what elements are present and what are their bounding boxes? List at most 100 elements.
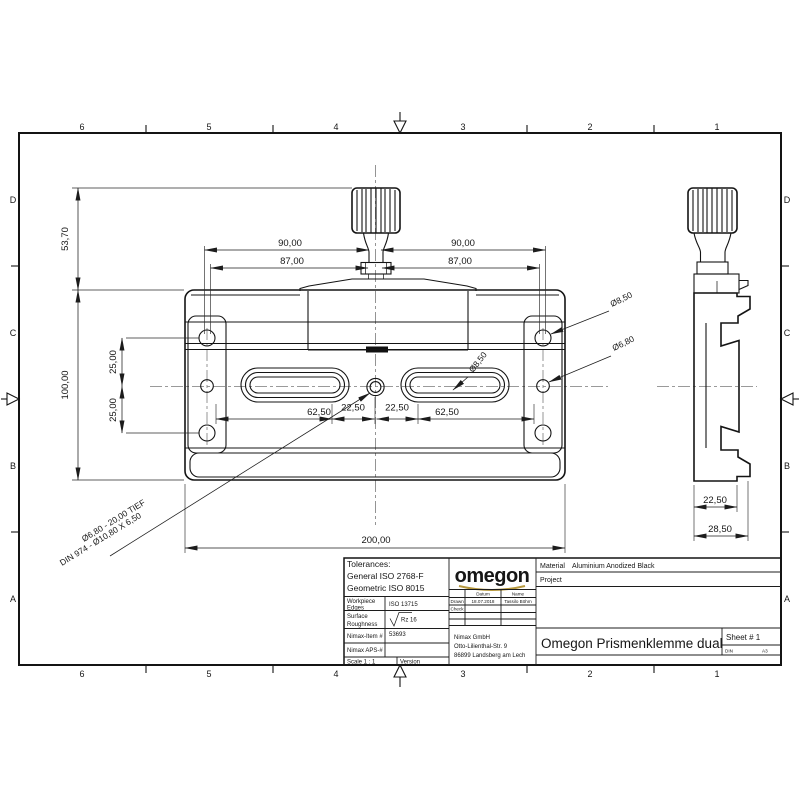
hole-right-middle xyxy=(536,379,550,393)
grid-col-label: 5 xyxy=(206,669,211,679)
sheet-number: Sheet # 1 xyxy=(726,633,761,642)
dim-62-right: 62,50 xyxy=(435,407,459,418)
frame-ticks xyxy=(11,125,789,673)
title-block: Tolerances: General ISO 2768-F Geometric… xyxy=(343,557,782,666)
row-check: Check xyxy=(451,606,465,611)
dim-90-left: 90,00 xyxy=(278,238,302,249)
right-mount-plate xyxy=(523,315,563,454)
col-datum: Datum xyxy=(476,592,490,597)
side-dimension-lines xyxy=(693,504,749,539)
dim-22-right: 22,50 xyxy=(385,403,409,414)
grid-row-label: D xyxy=(784,195,791,205)
surface-label2: Roughness xyxy=(347,622,377,628)
surface-roughness-icon xyxy=(389,612,412,627)
slot-right-inner xyxy=(409,376,501,394)
grid-col-label: 4 xyxy=(333,669,338,679)
dim-62-left: 62,50 xyxy=(307,407,331,418)
slot-left-mid xyxy=(244,371,346,399)
hole-right-bottom xyxy=(534,424,552,442)
project-label: Project xyxy=(540,577,562,584)
centerlines xyxy=(150,165,757,525)
grid-col-label: 6 xyxy=(79,669,84,679)
slot-left-inner xyxy=(249,376,341,394)
grid-col-label: 5 xyxy=(206,122,211,132)
dim-25-top: 25,00 xyxy=(108,350,119,374)
dim-90-right: 90,00 xyxy=(451,238,475,249)
callout-hole2-diameter: Ø6,80 xyxy=(610,334,635,353)
grid-col-label: 2 xyxy=(587,122,592,132)
material-value: Aluminium Anodized Black xyxy=(572,563,655,570)
grid-col-label: 6 xyxy=(79,122,84,132)
dim-87-right: 87,00 xyxy=(448,256,472,267)
col-name: Name xyxy=(512,592,525,597)
knurling-front xyxy=(356,188,396,233)
tolerances-title: Tolerances: xyxy=(347,559,390,569)
dim-53-70: 53,70 xyxy=(60,227,71,251)
center-hole-inner xyxy=(369,381,382,393)
surface-label: Surface xyxy=(347,614,368,620)
grid-row-label: A xyxy=(784,594,790,604)
item-value: 53693 xyxy=(389,632,406,638)
company-name: Nimax GmbH xyxy=(454,635,490,641)
omegon-logo: omegon xyxy=(455,565,530,587)
dim-25-bottom: 25,00 xyxy=(108,398,119,422)
side-dim-28-50: 28,50 xyxy=(708,524,732,535)
grid-row-label: D xyxy=(10,195,17,205)
scale-label: Scale 1 : 1 xyxy=(347,660,376,666)
surface-value: Rz 16 xyxy=(401,618,417,624)
material-label: Material xyxy=(540,563,565,570)
version-label: Version xyxy=(400,660,420,666)
row-drawn: Drawn xyxy=(451,599,465,604)
paper-size: A3 xyxy=(762,649,768,654)
mount-slots xyxy=(240,367,510,403)
slot-left-outer xyxy=(240,367,350,403)
grid-row-label: A xyxy=(10,594,16,604)
drawn-name: Tassilo Böhm xyxy=(504,599,531,604)
base-body xyxy=(184,289,566,481)
drawn-date: 18.07.2018 xyxy=(472,599,495,604)
company-city: 86899 Landsberg am Lech xyxy=(454,653,525,659)
centering-marks xyxy=(1,112,799,687)
workpiece-label: Workpiece xyxy=(347,599,376,605)
grid-col-label: 1 xyxy=(714,122,719,132)
din-label: DIN xyxy=(725,649,733,654)
grid-col-label: 3 xyxy=(460,122,465,132)
dimension-lines xyxy=(75,187,566,551)
center-hole-outer xyxy=(366,377,385,397)
slot-right-mid xyxy=(404,371,506,399)
callout-hole-diameter: Ø8,50 xyxy=(608,290,633,309)
dim-100: 100,00 xyxy=(60,370,71,399)
clamp-profile xyxy=(693,292,751,482)
logo-section: omegon Datum Name Drawn 18.07.2018 Tassi… xyxy=(449,565,536,659)
knurling-side xyxy=(692,188,733,233)
grid-references: 6 5 4 3 2 1 6 5 4 3 2 1 D C B A D C B A xyxy=(10,122,791,679)
grid-row-label: B xyxy=(10,461,16,471)
grid-row-label: C xyxy=(784,328,791,338)
tolerances-geometric: Geometric ISO 8015 xyxy=(347,583,425,593)
grid-col-label: 3 xyxy=(460,669,465,679)
hole-right-top xyxy=(534,329,552,347)
dim-22-left: 22,50 xyxy=(341,403,365,414)
dimension-labels: 90,00 90,00 87,00 87,00 53,70 100,00 25,… xyxy=(60,227,475,546)
workpiece-label2: Edges xyxy=(347,606,364,612)
clamp-knob-side xyxy=(687,187,749,294)
extension-lines xyxy=(72,187,566,553)
item-label: Nimax-Item # xyxy=(347,634,383,640)
tolerances-general: General ISO 2768-F xyxy=(347,571,424,581)
hole-left-middle xyxy=(200,379,214,393)
grid-col-label: 1 xyxy=(714,669,719,679)
dim-200: 200,00 xyxy=(361,535,390,546)
dim-87-left: 87,00 xyxy=(280,256,304,267)
left-mount-plate xyxy=(187,315,227,454)
grid-col-label: 4 xyxy=(333,122,338,132)
side-dim-22-50: 22,50 xyxy=(703,495,727,506)
note-counterbore: DIN 974 - Ø10,80 X 6,50 xyxy=(58,510,143,568)
drawing-title: Omegon Prismenklemme dual xyxy=(541,636,723,651)
callout-slot-diameter: Ø8,50 xyxy=(467,350,489,375)
front-view: 90,00 90,00 87,00 87,00 53,70 100,00 25,… xyxy=(58,187,636,568)
aps-label: Nimax APS-# xyxy=(347,648,383,654)
grid-col-label: 2 xyxy=(587,669,592,679)
slot-right-outer xyxy=(400,367,510,403)
